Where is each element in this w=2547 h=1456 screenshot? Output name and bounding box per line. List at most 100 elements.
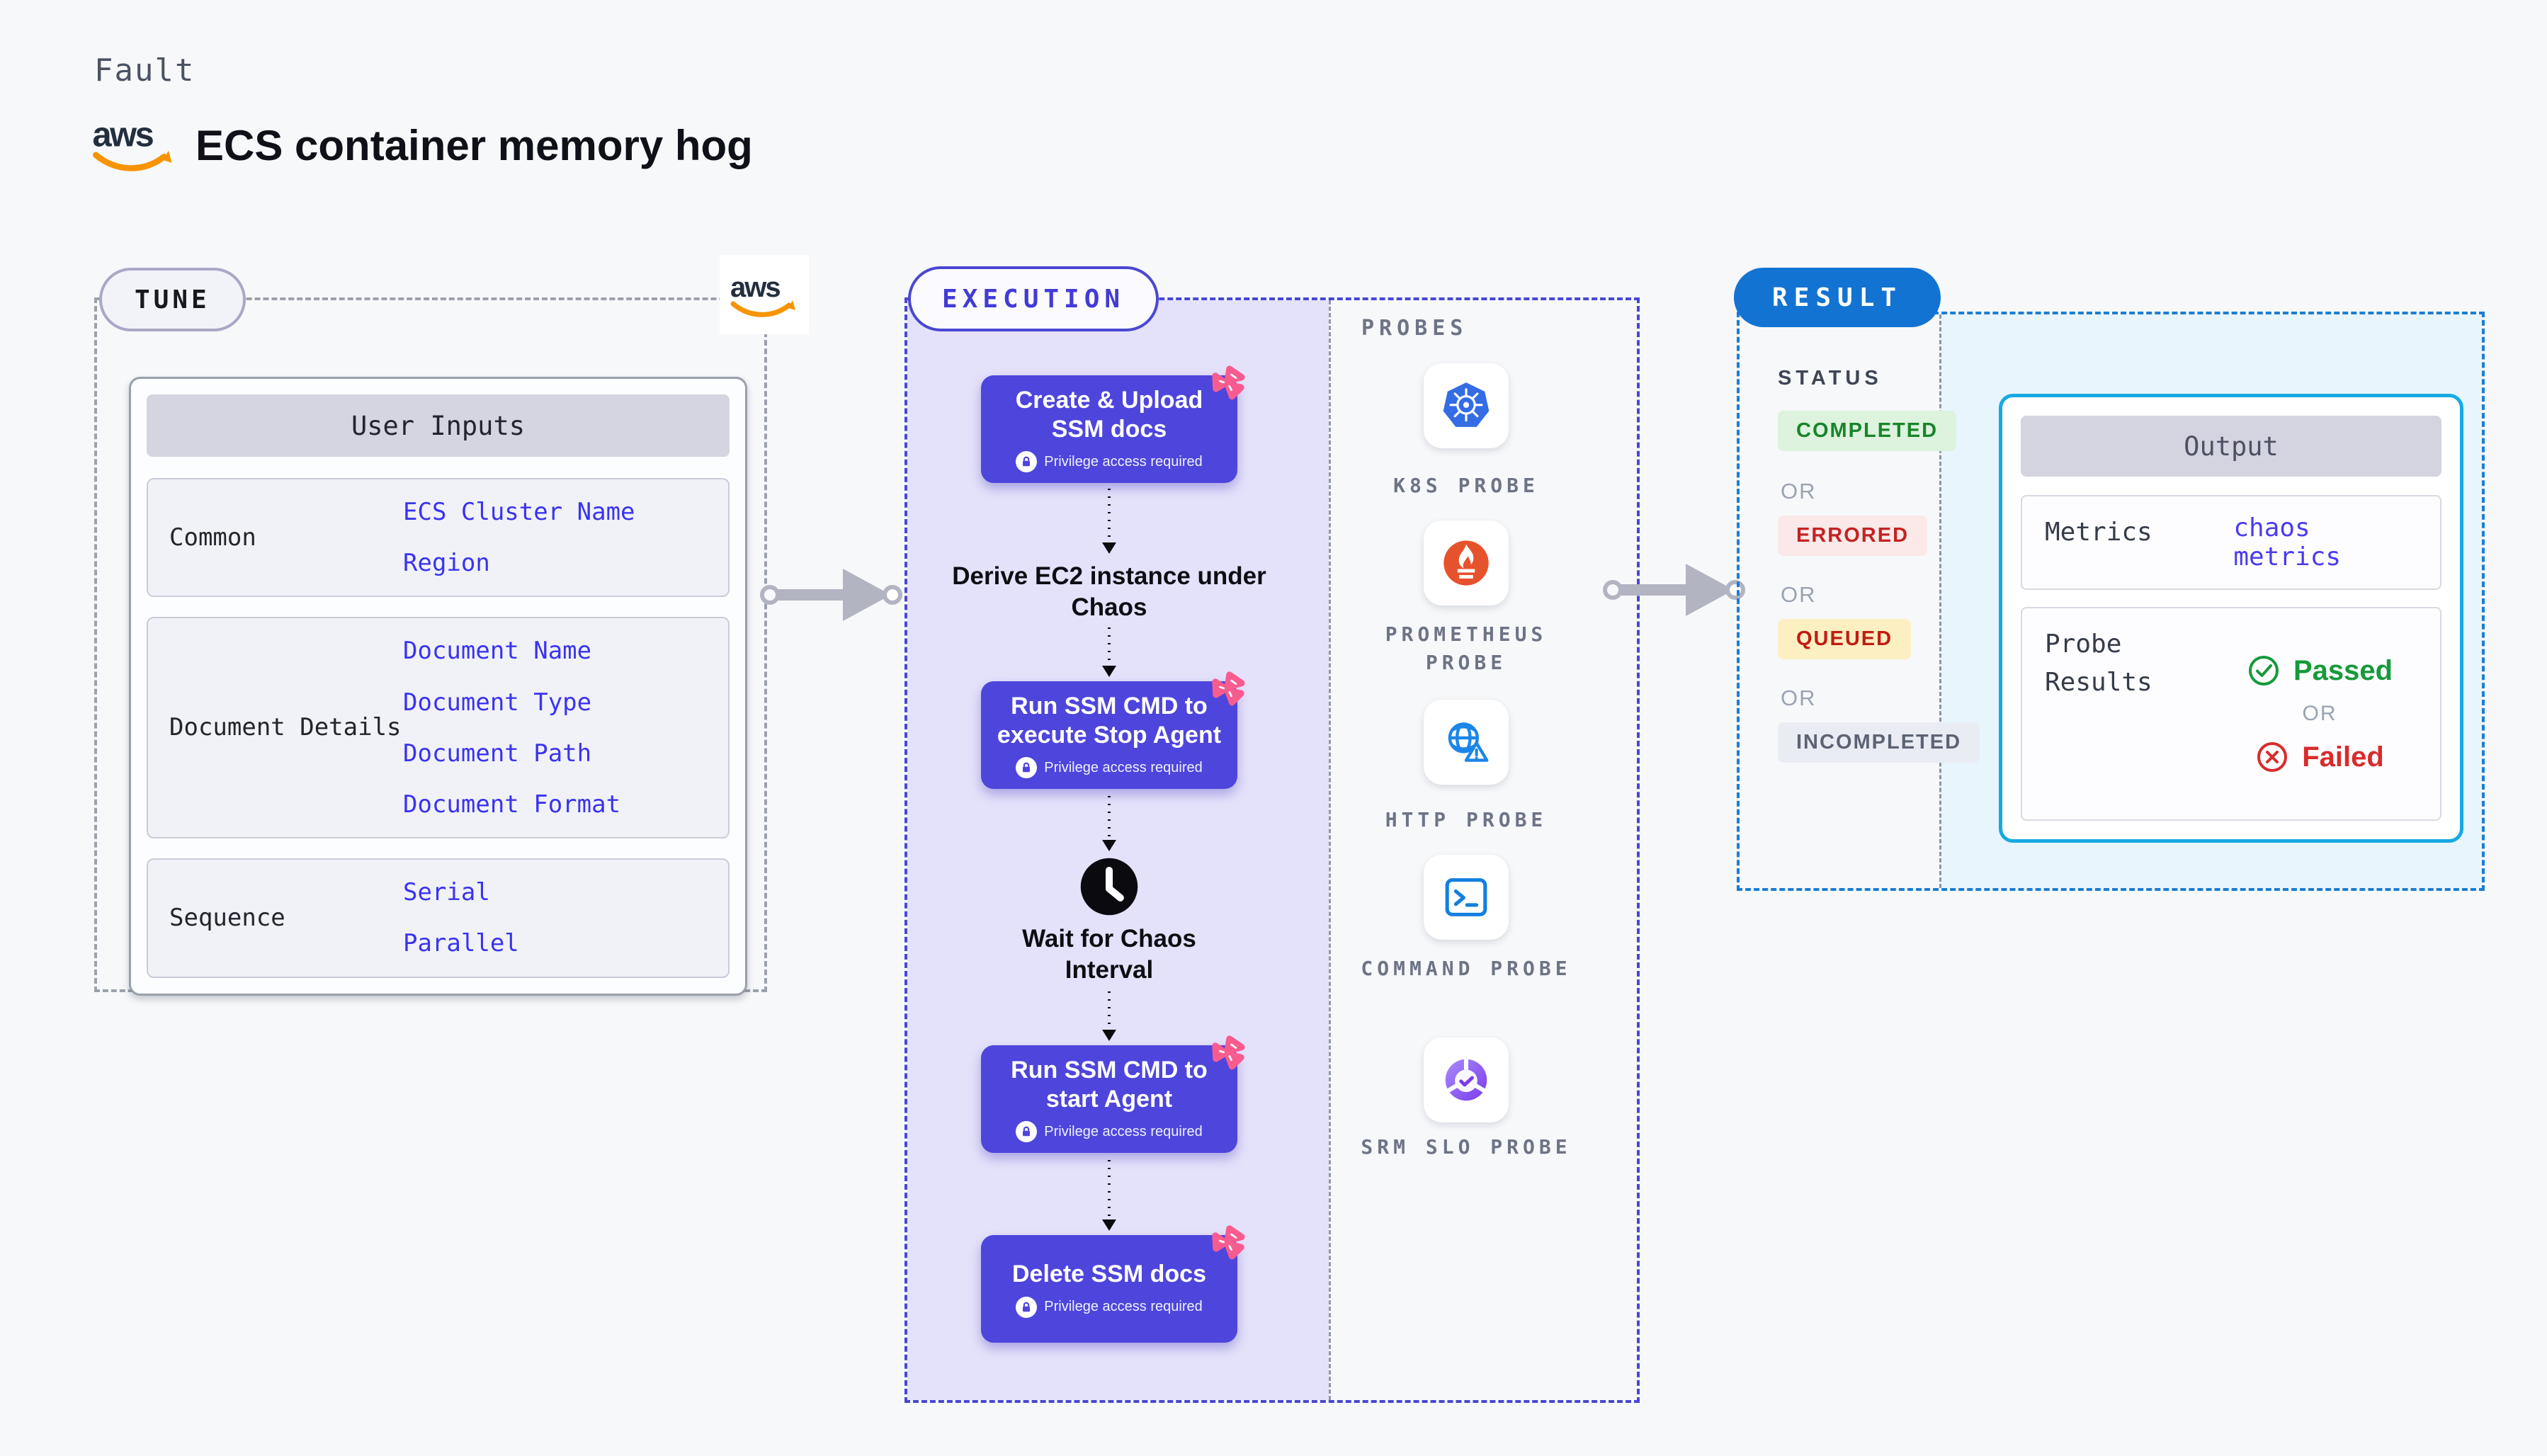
chaos-pinwheel-icon xyxy=(1208,361,1249,402)
metrics-value-link: chaos metrics xyxy=(2233,513,2342,571)
tune-badge: TUNE xyxy=(99,268,246,331)
http-probe-card xyxy=(1424,700,1509,785)
input-link: Document Name xyxy=(403,637,592,666)
step-delete-ssm-docs: Delete SSM docs Privilege access require… xyxy=(981,1225,1245,1343)
input-link: Serial xyxy=(403,878,490,907)
status-or: OR xyxy=(1781,582,1817,607)
status-heading: STATUS xyxy=(1778,367,1883,389)
slo-gauge-icon xyxy=(1445,1058,1487,1101)
command-probe-card xyxy=(1424,855,1509,940)
srm-slo-probe-label: SRM SLO PROBE xyxy=(1361,1135,1572,1159)
step-note: Privilege access required xyxy=(1016,451,1203,473)
metrics-row: Metrics chaos metrics xyxy=(2021,495,2441,590)
input-link: ECS Cluster Name xyxy=(403,498,635,526)
title-row: aws ECS container memory hog xyxy=(91,113,753,178)
input-link: Parallel xyxy=(403,929,519,958)
probe-results-label: Probe Results xyxy=(2045,630,2152,697)
failed-label: Failed xyxy=(2302,741,2384,773)
derive-ec2-label: Derive EC2 instance under Chaos xyxy=(952,562,1266,621)
status-badge-incompleted: INCOMPLETED xyxy=(1778,722,1980,763)
check-circle-icon xyxy=(2248,656,2279,686)
output-header: Output xyxy=(2021,416,2441,477)
step-title: Run SSM CMD to execute Stop Agent xyxy=(997,692,1222,749)
http-globe-warning-icon xyxy=(1448,722,1489,762)
srm-slo-probe-card xyxy=(1424,1037,1509,1122)
step-title: Create & Upload SSM docs xyxy=(1015,386,1203,443)
clock-icon xyxy=(1077,854,1142,923)
output-card: Output Metrics chaos metrics Probe Resul… xyxy=(1999,394,2463,843)
row-label: Sequence xyxy=(169,903,285,932)
aws-corner-logo: aws xyxy=(720,255,809,334)
user-inputs-header: User Inputs xyxy=(147,394,730,457)
kubernetes-icon xyxy=(1443,382,1490,427)
page-title: ECS container memory hog xyxy=(195,122,753,169)
flow-connector xyxy=(1102,489,1116,554)
user-inputs-row-common: Common ECS Cluster Name Region xyxy=(147,478,730,598)
flow-connector xyxy=(1102,796,1116,851)
aws-logo-icon: aws xyxy=(730,272,795,317)
step-note: Privilege access required xyxy=(1016,1296,1203,1318)
probe-results-values: Passed OR Failed xyxy=(2222,625,2417,802)
user-inputs-row-document-details: Document Details Document Name Document … xyxy=(147,617,730,839)
execution-section-box xyxy=(904,297,1640,1403)
input-link: Region xyxy=(403,549,490,578)
user-inputs-row-sequence: Sequence Serial Parallel xyxy=(147,858,730,978)
status-badge-queued: QUEUED xyxy=(1778,619,1912,659)
passed-line: Passed xyxy=(2247,654,2393,688)
flow-connector xyxy=(1102,991,1116,1041)
row-values: Serial Parallel xyxy=(403,877,519,959)
row-label: Common xyxy=(169,523,256,552)
execution-badge: EXECUTION xyxy=(908,266,1159,331)
privilege-note: Privilege access required xyxy=(1044,1299,1203,1315)
step-run-ssm-cmd-start-agent: Run SSM CMD to start Agent Privilege acc… xyxy=(981,1035,1245,1153)
failed-line: Failed xyxy=(2255,740,2384,774)
privilege-note: Privilege access required xyxy=(1044,453,1203,470)
input-link: Document Path xyxy=(403,739,592,768)
status-badge-completed: COMPLETED xyxy=(1778,411,1957,451)
svg-text:aws: aws xyxy=(92,116,153,154)
result-badge: RESULT xyxy=(1734,268,1941,327)
probe-results-row: Probe Results Passed OR Failed xyxy=(2021,607,2441,821)
k8s-probe-label: K8S PROBE xyxy=(1393,474,1539,497)
passed-label: Passed xyxy=(2293,654,2393,686)
execution-to-result-arrow xyxy=(1603,564,1745,616)
step-note: Privilege access required xyxy=(1016,1121,1203,1143)
row-label: Document Details xyxy=(169,713,402,742)
step-run-ssm-cmd-stop-agent: Run SSM CMD to execute Stop Agent Privil… xyxy=(981,671,1245,789)
lock-icon xyxy=(1016,1296,1038,1318)
command-probe-label: COMMAND PROBE xyxy=(1361,957,1572,980)
probes-divider xyxy=(1329,300,1331,1400)
step-note: Privilege access required xyxy=(1016,757,1203,779)
result-divider xyxy=(1939,314,1941,888)
status-or: OR xyxy=(1781,479,1817,504)
chaos-pinwheel-icon xyxy=(1208,667,1249,708)
privilege-note: Privilege access required xyxy=(1044,759,1203,775)
execution-flow-panel xyxy=(907,300,1329,1400)
lock-icon xyxy=(1016,451,1038,473)
status-or: OR xyxy=(1781,686,1817,710)
input-link: Document Type xyxy=(403,688,592,717)
probes-heading: PROBES xyxy=(1361,316,1468,341)
flow-connector xyxy=(1102,1160,1116,1231)
step-title: Delete SSM docs xyxy=(1012,1261,1206,1288)
terminal-icon xyxy=(1445,878,1487,916)
status-badge-errored: ERRORED xyxy=(1778,516,1928,556)
wait-chaos-interval-label: Wait for Chaos Interval xyxy=(1022,925,1196,984)
prometheus-probe-card xyxy=(1424,521,1509,605)
prometheus-icon xyxy=(1443,540,1489,586)
tune-to-execution-arrow xyxy=(760,569,902,621)
http-probe-label: HTTP PROBE xyxy=(1385,808,1548,831)
chaos-pinwheel-icon xyxy=(1208,1221,1249,1262)
input-link: Document Format xyxy=(403,790,621,819)
flow-connector xyxy=(1102,627,1116,677)
output-or: OR xyxy=(2302,702,2337,725)
lock-icon xyxy=(1016,1121,1038,1143)
aws-logo-icon: aws xyxy=(91,113,177,178)
privilege-note: Privilege access required xyxy=(1044,1123,1203,1139)
chaos-pinwheel-icon xyxy=(1208,1031,1249,1072)
fault-kicker: Fault xyxy=(94,52,195,89)
prometheus-probe-label: PROMETHEUS PROBE xyxy=(1385,622,1548,674)
step-title: Run SSM CMD to start Agent xyxy=(1011,1056,1208,1113)
row-values: ECS Cluster Name Region xyxy=(403,496,635,579)
lock-icon xyxy=(1016,757,1038,779)
